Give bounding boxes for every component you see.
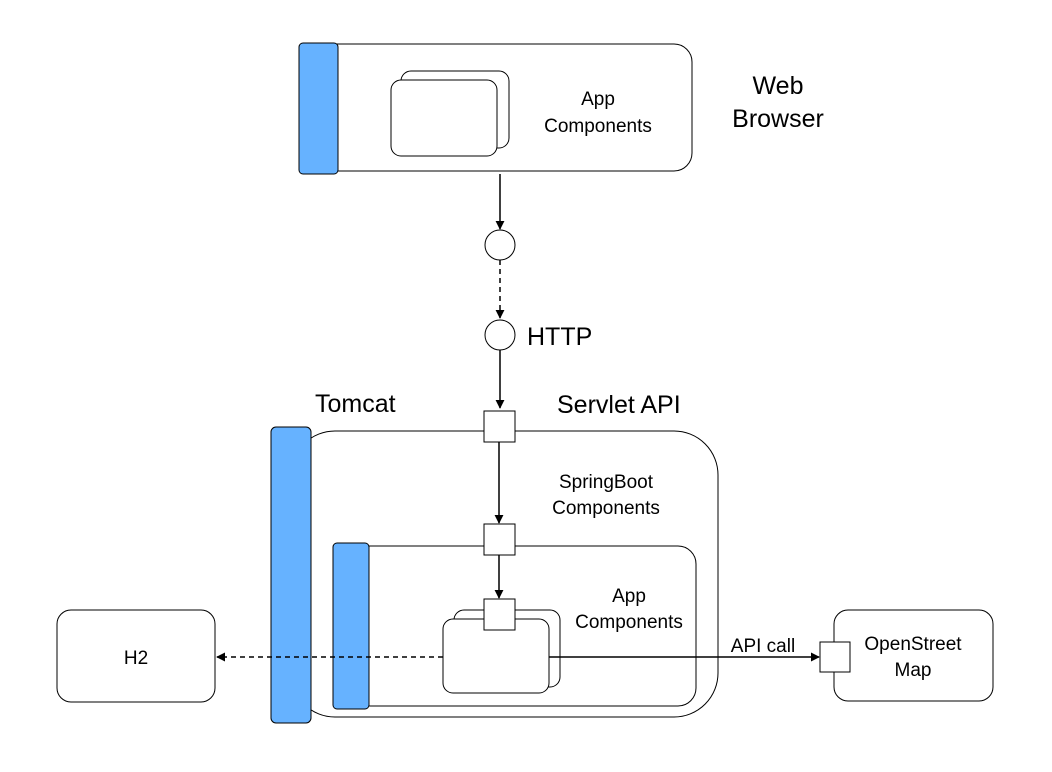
- h2-node: H2: [56, 609, 216, 703]
- h2-box: [56, 609, 216, 703]
- servlet-api-port: [483, 410, 516, 443]
- api-call-label: API call: [731, 636, 795, 657]
- openstreetmap-label-1: OpenStreet: [864, 634, 962, 655]
- browser-app-label-2: Components: [544, 116, 652, 137]
- server-app-components: [442, 598, 561, 694]
- server-app-label-2: Components: [575, 612, 683, 633]
- springboot-bar: [332, 542, 370, 710]
- springboot-label-1: SpringBoot: [559, 472, 654, 493]
- tomcat-label: Tomcat: [315, 390, 396, 418]
- tomcat-bar: [270, 426, 312, 724]
- browser-component-front: [390, 79, 498, 157]
- http-label: HTTP: [527, 323, 592, 351]
- servlet-api-label: Servlet API: [557, 391, 681, 419]
- web-browser-node: App Components: [298, 42, 693, 175]
- h2-label: H2: [124, 648, 148, 669]
- springboot-label-2: Components: [552, 498, 660, 519]
- browser-app-label-1: App: [581, 89, 615, 110]
- openstreetmap-label-2: Map: [895, 660, 932, 681]
- openstreetmap-node: OpenStreet Map: [819, 609, 994, 702]
- server-app-label-1: App: [612, 586, 646, 607]
- http-circle-top: [484, 229, 516, 261]
- openstreetmap-port: [819, 641, 851, 673]
- http-circle-bottom: [484, 319, 516, 351]
- app-components-port: [483, 598, 516, 631]
- springboot-port: [483, 523, 516, 556]
- web-browser-label-2: Browser: [732, 105, 824, 133]
- web-browser-label-1: Web: [753, 72, 804, 100]
- web-browser-bar: [298, 42, 339, 175]
- openstreetmap-box: [833, 609, 994, 702]
